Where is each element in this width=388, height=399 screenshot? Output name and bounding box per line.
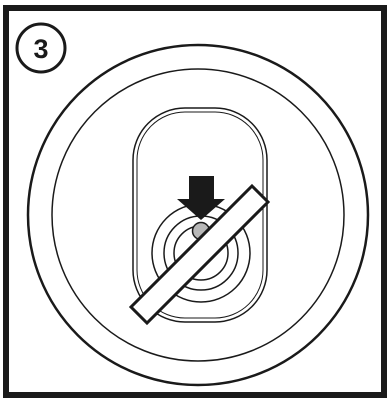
step-number-label: 3 [33,34,48,64]
down-arrow-icon [177,176,225,220]
step-badge: 3 [17,24,65,72]
